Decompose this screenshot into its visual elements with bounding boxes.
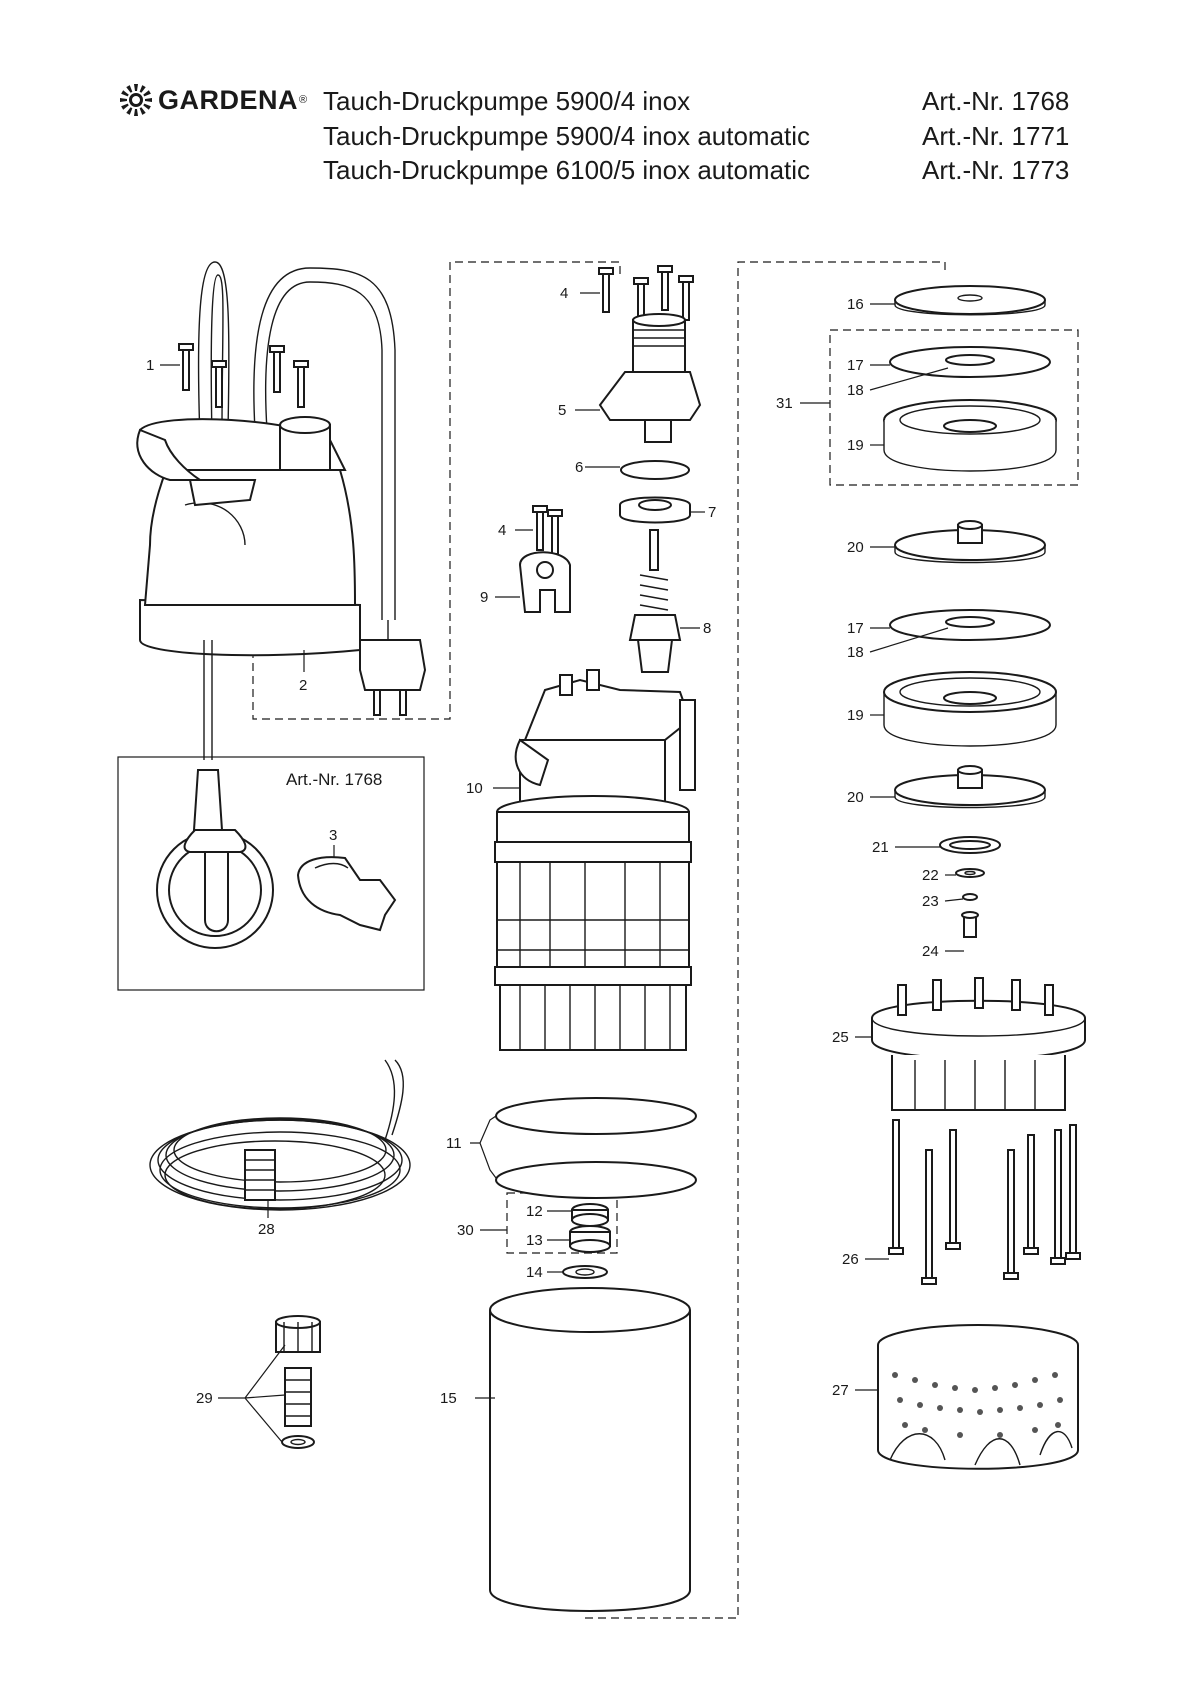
washer-item-14 — [562, 1265, 608, 1279]
callout-21: 21 — [872, 839, 889, 856]
seal-item-12 — [571, 1203, 609, 1227]
callout-12: 12 — [526, 1203, 543, 1220]
callout-6: 6 — [575, 459, 583, 476]
callout-20a: 20 — [847, 539, 864, 556]
callout-5: 5 — [558, 402, 566, 419]
washer-item-23 — [962, 893, 978, 901]
callout-31: 31 — [776, 395, 793, 412]
callout-25: 25 — [832, 1029, 849, 1046]
callout-9: 9 — [480, 589, 488, 606]
outlet-connector-item-5 — [598, 313, 702, 443]
callout-14: 14 — [526, 1264, 543, 1281]
check-valve-item-8 — [628, 529, 682, 673]
callout-15: 15 — [440, 1390, 457, 1407]
cable-coil-item-28 — [149, 1059, 411, 1211]
pump-foot-item-25 — [871, 977, 1086, 1111]
callout-19b: 19 — [847, 707, 864, 724]
callout-17a: 17 — [847, 357, 864, 374]
gardena-logo: GARDENA ® — [118, 82, 307, 118]
callout-4-mid: 4 — [498, 522, 506, 539]
float-holder-item-3 — [296, 856, 397, 932]
group-box-31 — [829, 329, 1079, 486]
callout-4-top: 4 — [560, 285, 568, 302]
clip-item-7 — [619, 496, 691, 524]
stage-housing-item-19-b — [883, 671, 1057, 747]
screws-item-4-mid — [532, 505, 563, 555]
callout-13: 13 — [526, 1232, 543, 1249]
callout-11: 11 — [446, 1135, 462, 1152]
callout-8: 8 — [703, 620, 711, 637]
callout-numbers: 1 2 3 4 5 6 7 8 4 9 10 11 12 13 14 15 16… — [146, 285, 939, 1407]
callout-22: 22 — [922, 867, 939, 884]
nut-item-24 — [961, 911, 979, 938]
product-art-2: Art.-Nr. 1771 — [922, 121, 1070, 151]
motor-housing-item-10 — [494, 669, 696, 1051]
callout-16: 16 — [847, 296, 864, 313]
callout-19a: 19 — [847, 437, 864, 454]
group-bracket-2 — [252, 261, 621, 720]
group-bracket-15 — [585, 261, 946, 1619]
callout-17b: 17 — [847, 620, 864, 637]
callout-1: 1 — [146, 357, 154, 374]
callout-20b: 20 — [847, 789, 864, 806]
o-ring-item-6 — [620, 460, 690, 480]
callout-7: 7 — [708, 504, 716, 521]
inset-box-1768 — [117, 756, 425, 991]
callout-18a: 18 — [847, 382, 864, 399]
callout-2: 2 — [299, 677, 307, 694]
callout-30: 30 — [457, 1222, 474, 1239]
callout-29: 29 — [196, 1390, 213, 1407]
callout-24: 24 — [922, 943, 939, 960]
pump-cylinder-item-15 — [489, 1287, 691, 1612]
callout-23: 23 — [922, 893, 939, 910]
seal-item-13 — [569, 1225, 611, 1253]
inset-label: Art.-Nr. 1768 — [286, 770, 382, 789]
callout-10: 10 — [466, 780, 483, 797]
hose-fittings-item-29 — [275, 1315, 321, 1449]
screws-item-4-top — [598, 265, 694, 323]
ring-item-21 — [939, 836, 1001, 854]
impeller-item-20-b — [894, 765, 1046, 809]
brand-name: GARDENA — [158, 84, 299, 115]
o-ring-item-11-b — [495, 1161, 697, 1199]
strainer-basket-item-27 — [877, 1324, 1079, 1470]
screws-item-1 — [178, 343, 309, 408]
diffuser-item-18-b — [945, 616, 995, 628]
cable-bracket-item-9 — [518, 551, 571, 613]
stage-housing-item-19-a — [883, 399, 1057, 472]
product-art-3: Art.-Nr. 1773 — [922, 155, 1070, 185]
callout-3: 3 — [329, 827, 337, 844]
registered-mark: ® — [299, 94, 308, 106]
sun-logo-icon — [120, 84, 152, 116]
o-ring-item-11-a — [495, 1097, 697, 1135]
leader-lines — [160, 292, 964, 1443]
bolts-item-26 — [888, 1119, 1081, 1285]
product-art-1: Art.-Nr. 1768 — [922, 86, 1070, 116]
top-plate-item-16 — [894, 285, 1046, 316]
power-plug — [359, 620, 427, 716]
product-name-2: Tauch-Druckpumpe 5900/4 inox automatic — [323, 121, 811, 151]
pump-head-housing — [136, 261, 396, 657]
product-name-3: Tauch-Druckpumpe 6100/5 inox automatic — [323, 155, 811, 185]
callout-18b: 18 — [847, 644, 864, 661]
washer-item-22 — [955, 868, 985, 878]
diffuser-item-18-a — [945, 354, 995, 366]
float-switch — [156, 769, 274, 949]
callout-27: 27 — [832, 1382, 849, 1399]
callout-28: 28 — [258, 1221, 275, 1238]
product-name-1: Tauch-Druckpumpe 5900/4 inox — [323, 86, 691, 116]
impeller-item-20-a — [894, 520, 1046, 564]
callout-26: 26 — [842, 1251, 859, 1268]
